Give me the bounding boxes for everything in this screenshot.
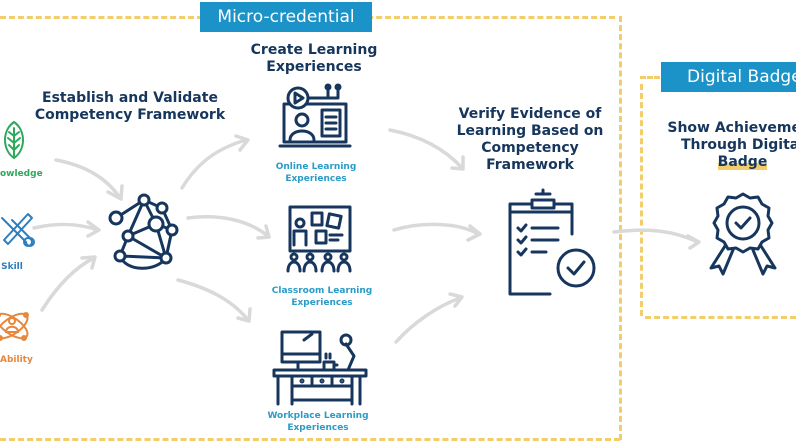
arrow-network-to-online [180, 134, 250, 190]
arrow-network-to-classroom [186, 215, 271, 240]
digital-badge-heading-line1: Show Achievement [667, 120, 796, 136]
establish-heading: Establish and Validate Competency Framew… [34, 90, 226, 123]
ability-label: Ability [0, 355, 33, 365]
arrow-classroom-to-verify [392, 222, 482, 242]
digital-badge-heading: Show Achievement Through Digital Badge [655, 120, 796, 171]
network-icon [108, 193, 179, 270]
arrow-verify-to-badge [612, 228, 701, 250]
create-heading: Create Learning Experiences [250, 42, 378, 75]
workplace-learning-label: Workplace Learning Experiences [267, 411, 369, 433]
classroom-learning-label: Classroom Learning Experiences [271, 286, 373, 308]
tools-icon [1, 213, 35, 247]
micro-credential-tag: Micro-credential [200, 2, 372, 32]
workplace-desk-icon [272, 330, 368, 406]
arrow-knowledge-to-network [54, 158, 124, 201]
digital-badge-heading-line2: Through Digital [680, 137, 796, 153]
digital-badge-tag: Digital Badge [661, 62, 796, 92]
knowledge-label: owledge [0, 169, 43, 179]
micro-credential-frame-right [619, 16, 622, 440]
skill-label: Skill [1, 262, 23, 272]
arrow-skill-to-network [32, 220, 101, 238]
classroom-icon [286, 205, 352, 273]
micro-credential-frame-bottom [0, 438, 620, 441]
digital-badge-heading-line3: Badge [717, 154, 768, 170]
arrow-ability-to-network [40, 255, 97, 312]
digital-badge-frame-left [640, 84, 643, 316]
arrow-online-to-verify [388, 128, 465, 171]
award-badge-icon [709, 192, 777, 276]
arrow-network-to-workplace [176, 278, 252, 323]
digital-badge-frame-bottom [645, 316, 796, 319]
clipboard-check-icon [508, 188, 596, 296]
atom-person-icon [0, 312, 29, 341]
online-learning-icon [278, 83, 352, 148]
online-learning-label: Online Learning Experiences [275, 162, 357, 184]
arrow-workplace-to-verify [394, 292, 464, 344]
digital-badge-frame-top [640, 76, 660, 79]
leaf-icon [4, 120, 24, 160]
verify-heading: Verify Evidence of Learning Based on Com… [456, 106, 604, 173]
